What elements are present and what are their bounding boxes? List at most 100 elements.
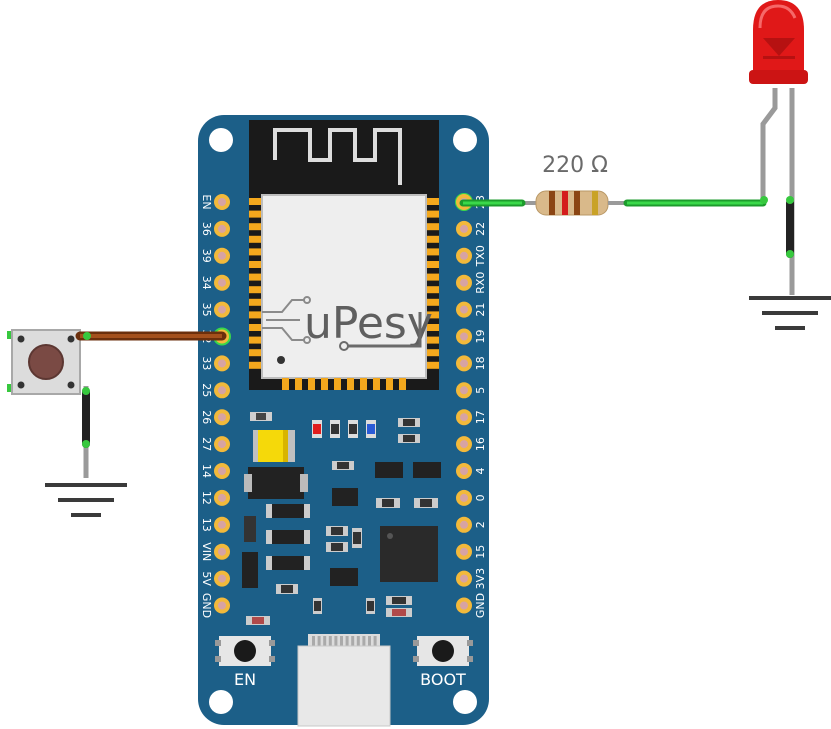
pin-pad-right[interactable] (456, 220, 472, 237)
pin-label: TX0 (474, 245, 487, 267)
module-pad (321, 378, 328, 390)
module-pad (295, 378, 302, 390)
pin-label: 4 (474, 468, 487, 475)
module-pad (373, 378, 380, 390)
pin-pad-left[interactable] (214, 436, 230, 453)
wire-led-cathode-to-ground (760, 196, 794, 258)
pin-pad-left[interactable] (214, 597, 230, 614)
usb-contact (328, 636, 332, 646)
pin-label: GND (200, 593, 213, 618)
pin-label: 33 (200, 356, 213, 370)
pin-label: 21 (474, 303, 487, 317)
pin-pad-right[interactable] (456, 570, 472, 587)
module-pads-bottom (282, 378, 406, 390)
en-button[interactable]: EN (215, 636, 275, 689)
module-pad (427, 361, 439, 369)
pin-pad-right[interactable] (456, 247, 472, 264)
module-pad (249, 210, 261, 218)
pin-pad-left[interactable] (214, 516, 230, 533)
pin-pad-left[interactable] (214, 489, 230, 506)
usb-contact (351, 636, 355, 646)
module-pad (308, 378, 315, 390)
module-pad (249, 336, 261, 344)
pin-label: 22 (474, 222, 487, 236)
pin-pad-left[interactable] (214, 194, 230, 210)
pin-label: 25 (200, 383, 213, 397)
module-pad (249, 198, 261, 205)
esp32-board: uPesy EN363934353233252627141213VIN5VGND… (198, 115, 489, 727)
usb-contact (356, 636, 360, 646)
module-pad (427, 261, 439, 268)
pin-label: 35 (200, 303, 213, 317)
pin-pad-right[interactable] (456, 463, 472, 479)
pin-label: 34 (200, 276, 213, 290)
ground-symbol-right (749, 296, 831, 330)
module-pads-left (249, 198, 261, 369)
module-pad (249, 361, 261, 369)
pin-pad-right[interactable] (456, 489, 472, 506)
resistor-value-label: 220 Ω (542, 153, 608, 178)
boot-button[interactable]: BOOT (413, 636, 473, 689)
pin-pad-right[interactable] (456, 516, 472, 533)
pin-pad-right[interactable] (456, 543, 472, 560)
pin-label: 5 (474, 387, 487, 394)
pin-pad-left[interactable] (214, 301, 230, 318)
pin-label: 15 (474, 545, 487, 559)
pin-pad-right[interactable] (456, 274, 472, 291)
module-pad (249, 223, 261, 231)
pin-label: 27 (200, 437, 213, 451)
pin-label: 13 (200, 518, 213, 532)
pin-pad-right[interactable] (456, 382, 472, 399)
mounting-hole (209, 128, 233, 152)
pin-pad-right[interactable] (456, 436, 472, 453)
esp32-module: uPesy (249, 120, 439, 390)
usb-contact (362, 636, 366, 646)
push-button[interactable] (7, 329, 81, 395)
module-pad (249, 324, 261, 331)
pin-pad-left[interactable] (214, 543, 230, 560)
usb-contact (340, 636, 343, 646)
usb-contact (317, 636, 321, 646)
resistor: 220 Ω (535, 153, 609, 216)
pin-label: 5V (200, 571, 213, 586)
usb-contact (334, 636, 338, 646)
pin-pad-left[interactable] (214, 247, 230, 264)
usb-contact (345, 636, 349, 646)
usb-c-connector (297, 634, 391, 727)
pin-label: 14 (200, 464, 213, 478)
pin-pad-right[interactable] (456, 301, 472, 318)
pin-pad-right[interactable] (456, 597, 472, 614)
ground-symbol-left (45, 483, 127, 517)
pin-label: 3V3 (474, 568, 487, 590)
boot-button-label: BOOT (420, 670, 466, 689)
module-pad (427, 198, 439, 205)
red-led (749, 0, 808, 295)
module-pad (360, 378, 367, 390)
pin-label: 17 (474, 410, 487, 424)
pin-label: 36 (200, 222, 213, 236)
pin-pad-left[interactable] (214, 274, 230, 291)
pin-pad-left[interactable] (214, 220, 230, 237)
upesy-logo: uPesy (262, 296, 433, 351)
module-pad (249, 273, 261, 281)
module-pad (249, 349, 261, 357)
pin-pad-left[interactable] (214, 355, 230, 372)
pin-pad-left[interactable] (214, 409, 230, 426)
pin-pad-right[interactable] (456, 355, 472, 372)
pin-pad-left[interactable] (214, 463, 230, 479)
pin-pad-left[interactable] (214, 382, 230, 399)
module-pad (427, 223, 439, 231)
module-pad (282, 378, 289, 390)
en-button-label: EN (234, 670, 256, 689)
pin-label: VIN (200, 542, 213, 561)
module-pad (347, 378, 354, 390)
module-pad (249, 311, 261, 319)
pin-pad-left[interactable] (214, 570, 230, 587)
module-pads-right (427, 198, 439, 369)
pin-label: 12 (200, 491, 213, 505)
module-pad (427, 349, 439, 357)
pin-pad-right[interactable] (456, 409, 472, 426)
pin-pad-right[interactable] (456, 328, 472, 345)
pin-label: 16 (474, 437, 487, 451)
